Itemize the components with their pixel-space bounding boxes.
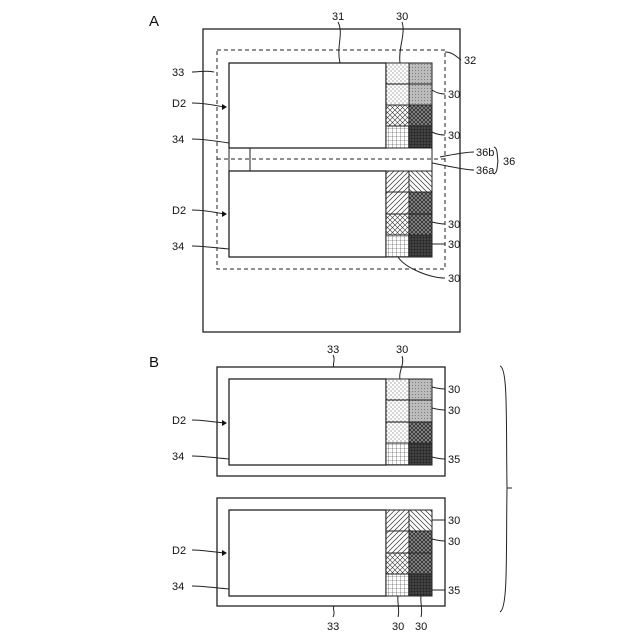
figure-a-title: A [149, 13, 159, 30]
label-30: 30 [448, 219, 460, 231]
label-32: 32 [464, 55, 476, 67]
label-33: 33 [327, 344, 339, 356]
label-30: 30 [396, 344, 408, 356]
figure-b: B [149, 344, 512, 633]
cell [409, 126, 432, 148]
cell [409, 574, 432, 596]
label-30: 30 [448, 89, 460, 101]
cell [409, 171, 432, 192]
label-34: 34 [172, 134, 184, 146]
label-34: 34 [172, 581, 184, 593]
label-30: 30 [448, 536, 460, 548]
figure-a: A [149, 11, 515, 332]
upper-panel [229, 63, 386, 148]
label-d2: D2 [172, 545, 186, 557]
cell [386, 422, 409, 443]
cell [386, 63, 409, 84]
label-30: 30 [448, 239, 460, 251]
cell [386, 379, 409, 400]
label-31: 31 [332, 11, 344, 23]
cell [409, 531, 432, 553]
cell [386, 510, 409, 531]
lower-panel [229, 171, 386, 257]
label-35: 35 [448, 454, 460, 466]
label-30: 30 [415, 621, 427, 633]
label-33: 33 [327, 621, 339, 633]
cell [409, 379, 432, 400]
label-34: 34 [172, 451, 184, 463]
cell [409, 84, 432, 105]
label-36a: 36a [476, 165, 495, 177]
label-30: 30 [448, 405, 460, 417]
label-d2: D2 [172, 205, 186, 217]
cell [386, 443, 409, 465]
label-30: 30 [396, 11, 408, 23]
upper-cell-block [386, 63, 432, 148]
cell [409, 214, 432, 235]
label-30: 30 [448, 515, 460, 527]
cell [386, 171, 409, 192]
lower-panel [229, 510, 386, 596]
cell [409, 63, 432, 84]
label-30: 30 [448, 384, 460, 396]
cell [386, 574, 409, 596]
lower-cell-block [386, 171, 432, 257]
cell [409, 235, 432, 257]
label-d2: D2 [172, 98, 186, 110]
cell [409, 422, 432, 443]
cell [386, 214, 409, 235]
cell [409, 192, 432, 214]
cell [386, 105, 409, 126]
cell [386, 126, 409, 148]
upper-cell-block [386, 379, 432, 465]
cell [386, 531, 409, 553]
label-36b: 36b [476, 147, 494, 159]
cell [386, 553, 409, 574]
cell [386, 235, 409, 257]
cell [386, 400, 409, 422]
label-30: 30 [448, 273, 460, 285]
cell [409, 553, 432, 574]
cell [409, 510, 432, 531]
label-30: 30 [448, 130, 460, 142]
cell [386, 192, 409, 214]
cell [409, 443, 432, 465]
cell [409, 105, 432, 126]
label-35: 35 [448, 585, 460, 597]
label-d2: D2 [172, 415, 186, 427]
lower-cell-block [386, 510, 432, 596]
upper-panel [229, 379, 386, 465]
label-33: 33 [172, 67, 184, 79]
cell [409, 400, 432, 422]
figure-b-title: B [149, 354, 159, 371]
label-36: 36 [503, 156, 515, 168]
label-34: 34 [172, 241, 184, 253]
label-30: 30 [392, 621, 404, 633]
cell [386, 84, 409, 105]
